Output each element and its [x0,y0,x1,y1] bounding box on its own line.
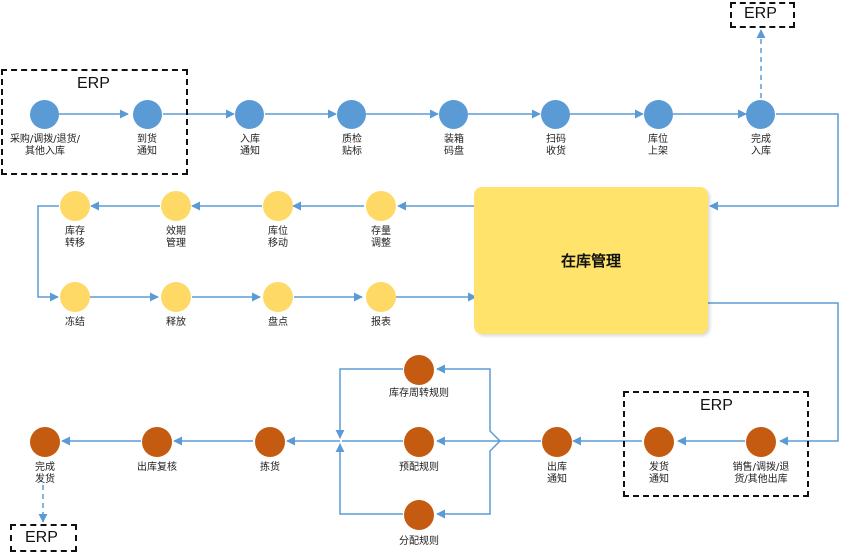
rule-label-allocation: 分配规则 [399,536,439,547]
outbound-node-picking [255,427,285,457]
erp-group-outbound [623,391,809,497]
inbound-node-3 [235,100,264,129]
rule-node-preallocation [404,427,434,457]
inventory-label-stock-adjust: 存量 调整 [371,226,391,249]
erp-label-top: ERP [744,5,777,22]
inventory-node-transfer [60,191,90,221]
inbound-label-3: 入库 通知 [240,134,260,157]
erp-label-outbound: ERP [700,397,733,414]
inbound-label-4: 质检 贴标 [342,134,362,157]
inventory-node-release [161,282,191,312]
arrow-outbound-to-rule-bottom [436,440,501,519]
inventory-label-location-move: 库位 移动 [268,226,288,249]
outbound-label-sales: 销售/调拨/退 货/其他出库 [732,462,790,485]
inbound-node-4 [337,100,366,129]
inventory-label-stocktake: 盘点 [268,317,288,328]
inventory-node-stocktake [263,282,293,312]
outbound-label-picking: 拣货 [260,462,280,473]
inventory-node-expiry [161,191,191,221]
inbound-node-6 [541,100,570,129]
arrow-outbound-to-rule-top [436,364,501,442]
inventory-node-report [366,282,396,312]
inbound-node-1 [30,100,59,129]
outbound-node-ship-notice [644,427,674,457]
outbound-node-complete [30,427,60,457]
inbound-node-5 [439,100,468,129]
outbound-node-outbound-notice [542,427,572,457]
inbound-label-8: 完成 入库 [751,134,771,157]
arrow-core-to-outbound [708,302,839,446]
inventory-label-report: 报表 [371,317,391,328]
erp-label-bottom: ERP [25,529,58,546]
arrow-rule-bottom-to-merge [335,443,403,515]
outbound-label-outbound-notice: 出库 通知 [547,462,567,485]
inventory-label-transfer: 库存 转移 [65,226,85,249]
inbound-node-2 [133,100,162,129]
inbound-node-7 [644,100,673,129]
inventory-label-freeze: 冻结 [65,317,85,328]
rule-label-preallocation: 预配规则 [399,462,439,473]
arrow-rule-top-to-merge [335,368,403,439]
inbound-label-2: 到货 通知 [137,134,157,157]
erp-label-inbound: ERP [77,75,110,92]
erp-box-bottom [10,524,77,552]
erp-group-inbound [1,69,188,175]
inventory-label-release: 释放 [166,317,186,328]
inbound-label-1: 采购/调拨/退货/ 其他入库 [9,134,81,157]
outbound-node-review [142,427,172,457]
inventory-label-expiry: 效期 管理 [166,226,186,249]
outbound-label-complete: 完成 发货 [35,462,55,485]
inventory-node-stock-adjust [366,191,396,221]
inbound-label-6: 扫码 收货 [546,134,566,157]
outbound-node-sales [746,427,776,457]
inbound-node-8 [746,100,775,129]
arrow-inbound-to-core [709,113,839,211]
rule-node-allocation [404,500,434,530]
core-title: 在库管理 [560,252,621,270]
outbound-label-ship-notice: 发货 通知 [649,462,669,485]
outbound-label-review: 出库复核 [137,462,177,473]
core-inventory-management-box: 在库管理 [474,187,708,334]
rule-label-turnover: 库存周转规则 [389,388,449,399]
erp-box-top [730,2,795,28]
rule-node-turnover [404,355,434,385]
arrow-row1-to-row2 [37,205,59,302]
inventory-node-freeze [60,282,90,312]
inbound-label-5: 装箱 码盘 [444,134,464,157]
inventory-node-location-move [263,191,293,221]
inbound-label-7: 库位 上架 [648,134,668,157]
